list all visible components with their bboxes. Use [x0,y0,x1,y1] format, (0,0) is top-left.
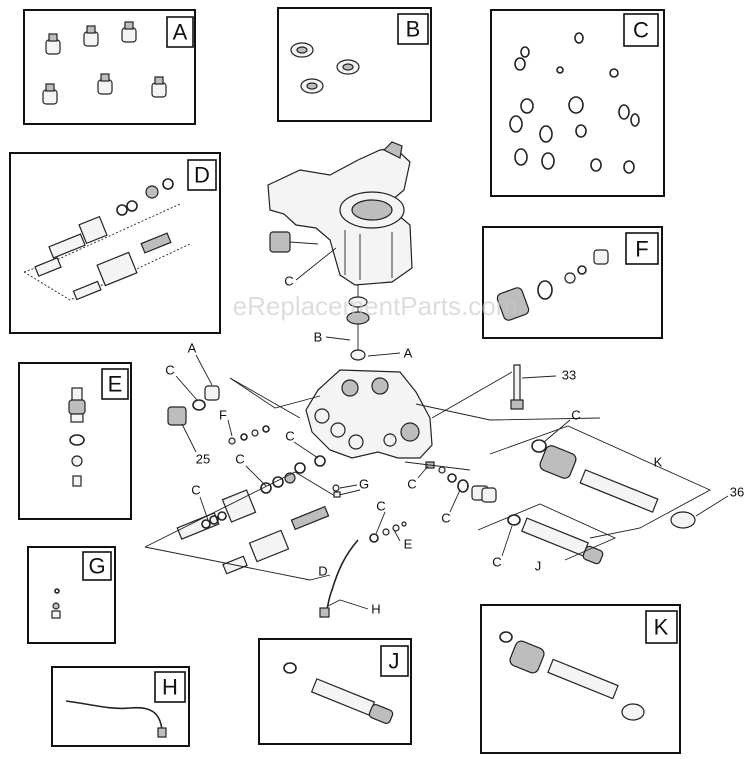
bypass-hose [319,539,359,618]
callout-e: E [404,537,413,552]
kit-label-f: F [635,237,648,262]
callout-33: 33 [562,368,576,383]
kit-box-a[interactable]: A [23,9,196,125]
e-valve-parts [369,521,407,543]
valve-assembly-part [68,387,86,487]
kit-label-d: D [194,163,210,188]
callout-b: B [314,330,323,345]
kit-box-e[interactable]: E [18,362,132,520]
plunger-assembly-k [489,425,712,539]
kit-label-k: K [654,615,669,640]
kit-label-h: H [162,675,178,700]
seal-part [290,42,360,94]
kit-label-j: J [389,649,400,674]
kit-box-c[interactable]: C [490,9,665,197]
callout-k: K [654,455,663,470]
pump-assembly [144,141,712,618]
kit-box-f[interactable]: F [482,226,663,339]
callout-c-head: C [284,274,293,289]
crankcase-housing [267,141,413,286]
watermark: eReplacementParts.com [233,291,518,321]
right-fittings [425,461,497,503]
kit-box-h[interactable]: H [51,666,190,747]
kit-label-e: E [108,372,123,397]
hose-part [65,700,167,738]
check-valve-part [496,249,609,321]
kit-label-g: G [88,554,105,579]
o-ring-part [509,32,640,174]
callout-f-left: F [219,408,227,423]
callout-a: A [404,346,413,361]
callout-c-j: C [492,555,501,570]
plunger-part [499,631,645,721]
kit-box-b[interactable]: B [277,7,432,122]
kit-box-k[interactable]: K [480,604,681,754]
unloader-assembly [144,471,361,581]
small-part [51,588,61,619]
callout-c-mid: C [285,429,294,444]
callout-j: J [535,559,542,574]
g-screw [332,484,341,498]
callout-c-lower: C [407,477,416,492]
kit-label-c: C [633,18,649,43]
callout-h: H [371,602,380,617]
kit-label-a: A [173,20,188,45]
callout-d: D [318,564,327,579]
callout-36: 36 [730,485,744,500]
bolt-33 [510,364,524,410]
callout-c-k: C [571,408,580,423]
kit-box-d[interactable]: D [9,152,221,334]
kit-box-g[interactable]: G [27,546,116,644]
callout-c-d: C [191,483,200,498]
nozzle-part [42,21,167,105]
callout-c-lower2: C [441,511,450,526]
manifold [305,369,433,459]
kit-box-j[interactable]: J [258,638,412,745]
callout-c-e: C [376,499,385,514]
kit-label-b: B [406,17,421,42]
plunger-assembly-j [477,503,617,565]
piston-part [283,662,394,725]
callout-labels: C B A A C F C C 25 C G C E C C D H 33 C [165,247,744,617]
callout-25: 25 [196,452,210,467]
seal-stack [346,284,370,361]
unloader-part [23,178,191,301]
callout-g: G [359,477,369,492]
callout-c-mid2: C [235,452,244,467]
callout-a-left: A [188,341,197,356]
callout-c-left: C [165,363,174,378]
left-fittings [167,385,326,474]
